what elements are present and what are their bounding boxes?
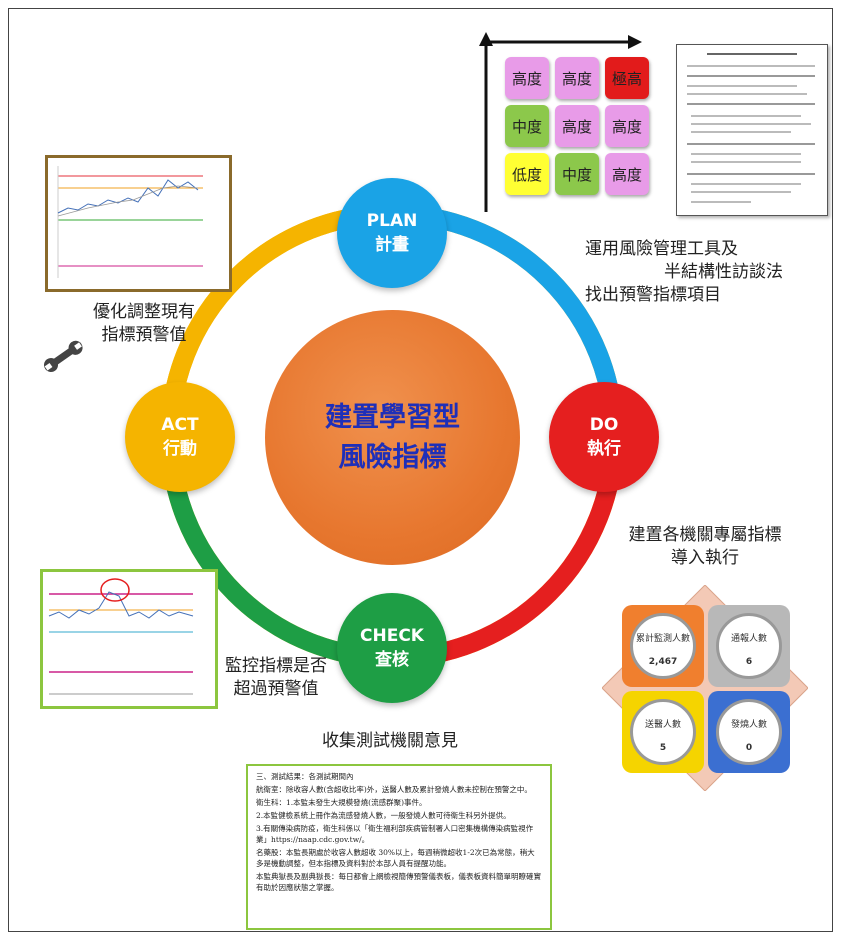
plan-note: 運用風險管理工具及 半結構性訪談法 找出預警指標項目 xyxy=(585,238,783,307)
matrix-axes xyxy=(479,32,642,212)
gauge-dial xyxy=(716,699,782,765)
gauge-label: 通報人數 xyxy=(730,634,767,644)
check-note-line-2: 超過預警值 xyxy=(233,679,319,699)
plan-note-line-2: 半結構性訪談法 xyxy=(664,262,783,282)
figure-frame xyxy=(8,8,833,932)
check-note-line-1: 監控指標是否 xyxy=(225,656,327,676)
do-circle: DO 執行 xyxy=(549,382,659,492)
do-note-line-1: 建置各機關專屬指標 xyxy=(628,525,782,545)
act-en: ACT xyxy=(161,415,199,435)
report-line: 2.本監健檢系統上冊作為流感發燒人數，一般發燒人數可待衛生科另外提供。 xyxy=(256,811,511,820)
check-chart-thumbnail xyxy=(40,569,218,709)
gauge-value: 5 xyxy=(659,743,667,753)
report-line: 航衛室：除收容人數(含超收比率)外，送醫人數及累計發燒人數未控制在預警之中。 xyxy=(256,785,532,794)
wrench-icon xyxy=(43,340,83,373)
gauge-label: 送醫人數 xyxy=(644,720,681,730)
do-note: 建置各機關專屬指標 導入執行 xyxy=(610,524,800,570)
risk-cell: 中度 xyxy=(505,105,549,147)
risk-cell: 高度 xyxy=(505,57,549,99)
feedback-report-image: 三、測試結果：各測試期間內航衛室：除收容人數(含超收比率)外，送醫人數及累計發燒… xyxy=(246,764,552,930)
check-circle: CHECK 查核 xyxy=(337,593,447,703)
plan-zh: 計畫 xyxy=(375,235,409,255)
gauge-label: 發燒人數 xyxy=(730,720,767,730)
gauge-label: 累計監測人數 xyxy=(635,634,690,644)
plan-circle: PLAN 計畫 xyxy=(337,178,447,288)
act-note-line-2: 指標預警值 xyxy=(101,325,187,345)
gauge-dial xyxy=(630,613,696,679)
act-circle: ACT 行動 xyxy=(125,382,235,492)
risk-cell: 低度 xyxy=(505,153,549,195)
act-chart-thumbnail xyxy=(45,155,232,292)
check-zh: 查核 xyxy=(375,650,409,670)
check-note: 監控指標是否 超過預警值 xyxy=(220,655,332,701)
gauge-dial xyxy=(716,613,782,679)
plan-note-line-1: 運用風險管理工具及 xyxy=(585,239,738,259)
risk-cell: 高度 xyxy=(555,105,599,147)
check-en: CHECK xyxy=(360,626,424,646)
act-zh: 行動 xyxy=(163,439,197,459)
plan-en: PLAN xyxy=(366,211,418,231)
report-line: 衛生科：1.本監未發生大規模發燒(流感群聚)事件。 xyxy=(256,798,427,807)
gauge-dashboard: 累計監測人數 2,467 通報人數 6 送醫人數 5 發燒人數 0 xyxy=(602,585,808,791)
risk-cell: 極高 xyxy=(605,57,649,99)
gauge-value: 0 xyxy=(745,743,753,753)
gauge-card: 發燒人數 0 xyxy=(708,691,790,773)
act-note: 優化調整現有 指標預警值 xyxy=(88,301,200,347)
risk-cell: 高度 xyxy=(605,105,649,147)
report-line: 名藥股：本監長期處於收容人數超收 30%以上，每週稍微超收1-2次已為常態，稍大… xyxy=(256,848,535,868)
gauge-card: 累計監測人數 2,467 xyxy=(622,605,704,687)
report-line: 3.有關傳染病防疫，衛生科係以「衛生福利部疾病管制署人口密集機構傳染病監視作業」… xyxy=(256,824,534,844)
do-note-line-2: 導入執行 xyxy=(671,548,739,568)
gauge-dial xyxy=(630,699,696,765)
risk-cell: 高度 xyxy=(605,153,649,195)
act-note-line-1: 優化調整現有 xyxy=(93,302,195,322)
center-line-1: 建置學習型 xyxy=(325,401,460,433)
report-line: 三、測試結果：各測試期間內 xyxy=(256,772,354,781)
do-en: DO xyxy=(589,415,619,435)
risk-cell: 高度 xyxy=(555,57,599,99)
risk-cell: 中度 xyxy=(555,153,599,195)
center-line-2: 風險指標 xyxy=(338,441,447,473)
collect-note: 收集測試機關意見 xyxy=(322,731,458,751)
gauge-card: 送醫人數 5 xyxy=(622,691,704,773)
interview-form-image xyxy=(676,44,828,216)
do-zh: 執行 xyxy=(587,439,621,459)
report-line: 本監典獄長及副典獄長：每日都會上網檢視簡傳預警儀表板，儀表板資料簡單明瞭確實有助… xyxy=(256,872,541,892)
gauge-value: 6 xyxy=(745,657,753,667)
gauge-card: 通報人數 6 xyxy=(708,605,790,687)
center-goal: 建置學習型 風險指標 xyxy=(265,310,520,565)
plan-note-line-3: 找出預警指標項目 xyxy=(585,285,721,305)
gauge-value: 2,467 xyxy=(648,657,678,667)
